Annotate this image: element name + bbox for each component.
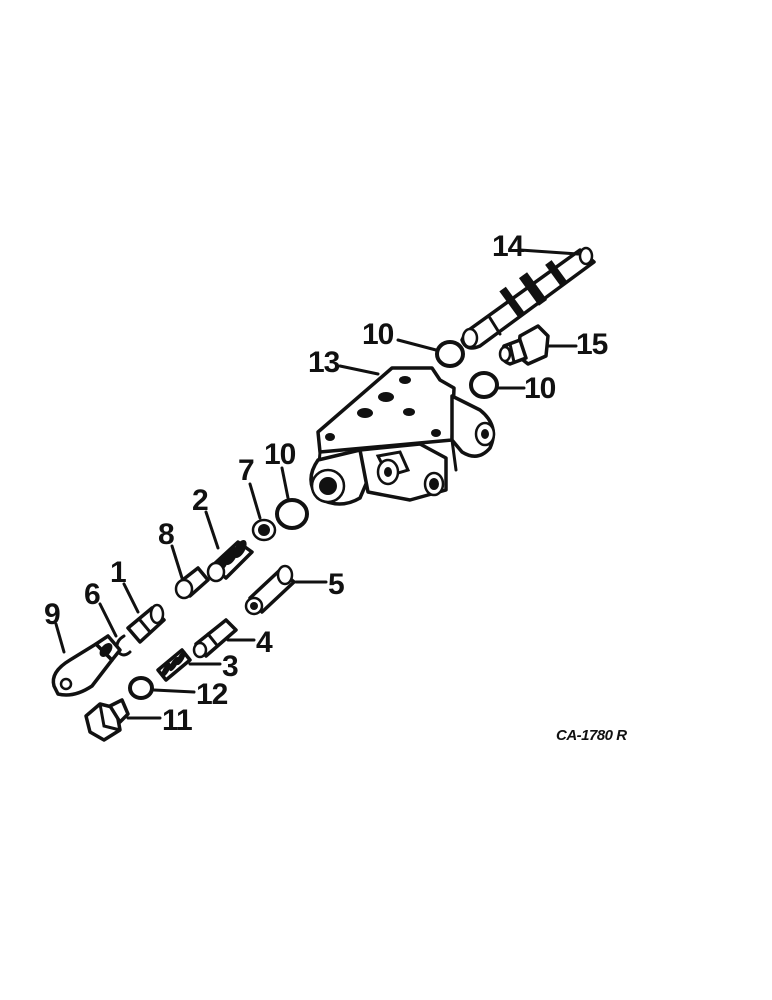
callout-10-top: 10 xyxy=(362,318,394,351)
end-plug-icon xyxy=(51,634,122,697)
callout-3: 3 xyxy=(222,650,238,683)
valve-poppet-icon xyxy=(174,566,210,600)
hex-plug-icon xyxy=(84,698,130,742)
leader-line-12 xyxy=(152,688,196,694)
callout-12: 12 xyxy=(196,678,228,711)
leader-lines xyxy=(54,248,580,720)
callout-2: 2 xyxy=(192,484,208,517)
drawing-code: CA-1780 R xyxy=(556,727,627,744)
valve-sleeve-icon xyxy=(244,564,296,616)
valve-pin-icon xyxy=(192,618,238,659)
leader-line-6 xyxy=(98,602,118,638)
callout-4: 4 xyxy=(256,626,273,659)
fitting-icon xyxy=(498,324,550,366)
leader-line-7 xyxy=(248,482,262,520)
callout-6: 6 xyxy=(84,578,100,611)
o-ring-icon xyxy=(275,498,309,530)
callout-labels: 14 10 15 13 10 10 7 2 8 5 1 6 9 4 3 12 1… xyxy=(44,230,609,737)
leader-line-13 xyxy=(338,364,380,376)
callout-5: 5 xyxy=(328,568,344,601)
callout-10-left: 10 xyxy=(264,438,296,471)
callout-7: 7 xyxy=(238,454,254,487)
o-ring-icon xyxy=(469,371,499,399)
callout-13: 13 xyxy=(308,346,340,379)
callout-10-right: 10 xyxy=(524,372,556,405)
compression-spring-icon xyxy=(206,539,254,583)
leader-line-9 xyxy=(54,622,66,654)
leader-line-1 xyxy=(122,582,140,614)
valve-spool-icon xyxy=(460,246,596,350)
leader-line-10c xyxy=(280,466,290,500)
callout-11: 11 xyxy=(162,704,192,737)
o-ring-icon xyxy=(435,340,465,368)
leader-line-2 xyxy=(204,510,220,550)
leader-line-10a xyxy=(396,338,438,352)
o-ring-icon xyxy=(128,676,154,700)
callout-9: 9 xyxy=(44,598,60,631)
callout-14: 14 xyxy=(492,230,525,263)
leader-line-14 xyxy=(518,248,580,256)
valve-body-icon xyxy=(309,366,496,506)
valve-plunger-icon xyxy=(126,603,166,644)
spring-seat-icon xyxy=(251,518,277,542)
leader-line-8 xyxy=(170,544,184,580)
callout-1: 1 xyxy=(110,556,126,589)
callout-8: 8 xyxy=(158,518,174,551)
small-spring-icon xyxy=(156,648,192,682)
callout-15: 15 xyxy=(576,328,608,361)
